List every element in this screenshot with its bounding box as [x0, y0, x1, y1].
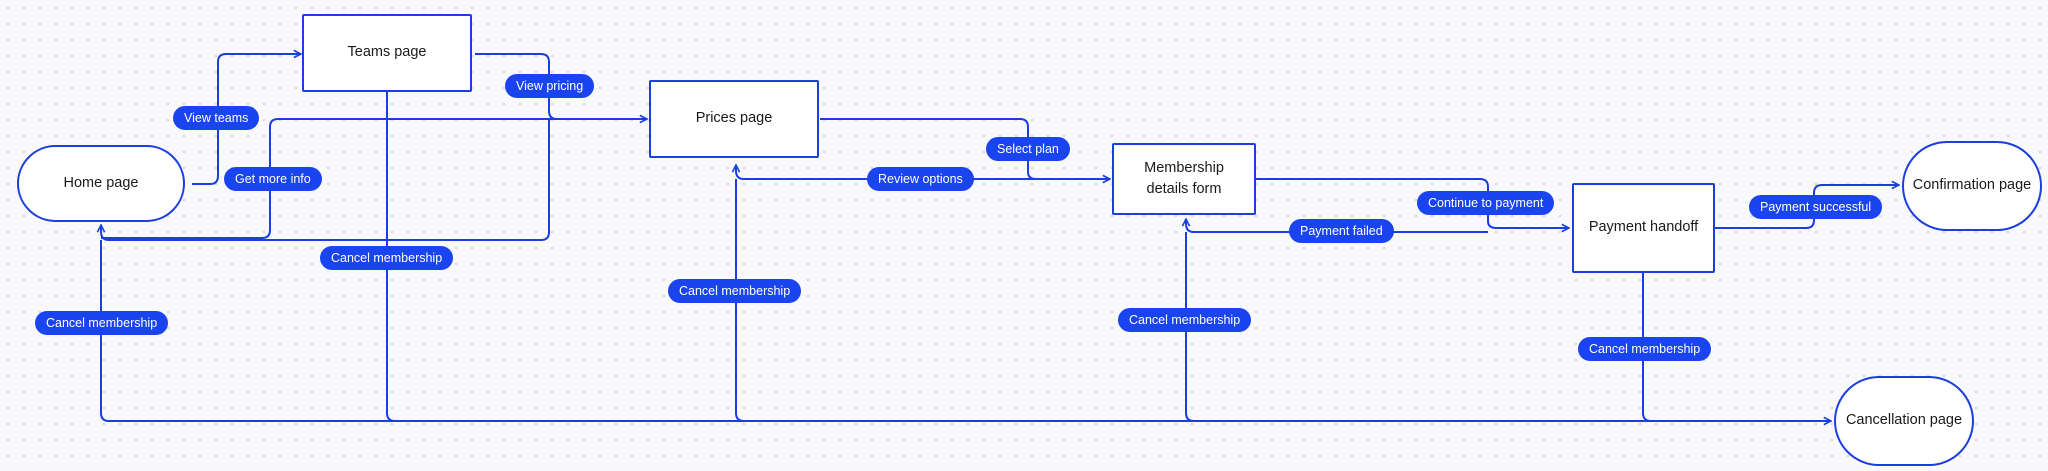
edge-cancel-teams-to-home: [101, 119, 550, 241]
node-label: Cancellation page: [1845, 412, 1963, 429]
edge-label-view-pricing[interactable]: View pricing: [505, 74, 595, 98]
edge-label-continue-to-payment[interactable]: Continue to payment: [1417, 191, 1555, 215]
edge-label-cancel-membership-form[interactable]: Cancel membership: [1118, 308, 1252, 332]
edge-view-pricing: [475, 53, 558, 120]
edge-payment-failed: [1186, 219, 1488, 233]
node-home-page[interactable]: Home page: [17, 145, 185, 222]
edge-label-payment-successful[interactable]: Payment successful: [1749, 195, 1883, 219]
edge-label-cancel-membership-prices[interactable]: Cancel membership: [668, 279, 802, 303]
edge-cancel-from-teams: [386, 92, 396, 422]
node-prices-page[interactable]: Prices page: [649, 80, 819, 158]
edge-cancel-trunk: [100, 240, 1831, 421]
edge-label-get-more-info[interactable]: Get more info: [224, 167, 322, 191]
edge-label-payment-failed[interactable]: Payment failed: [1289, 219, 1394, 243]
edge-label-cancel-membership-home[interactable]: Cancel membership: [35, 311, 169, 335]
node-membership-details-form[interactable]: Membership details form: [1112, 143, 1256, 215]
node-label: Payment handoff: [1588, 219, 1699, 236]
node-teams-page[interactable]: Teams page: [302, 14, 472, 92]
node-label: Prices page: [695, 110, 773, 127]
edge-label-select-plan[interactable]: Select plan: [986, 137, 1070, 161]
node-label: Home page: [63, 174, 139, 191]
node-label: Membership details form: [1144, 159, 1224, 197]
edge-label-view-teams[interactable]: View teams: [173, 106, 260, 130]
edge-cancel-from-payment: [1642, 273, 1652, 422]
edge-cancel-from-prices: [735, 179, 745, 422]
node-label: Confirmation page: [1912, 177, 2032, 194]
edge-cancel-from-membership-form: [1185, 232, 1195, 422]
edge-label-review-options[interactable]: Review options: [867, 167, 974, 191]
node-cancellation-page[interactable]: Cancellation page: [1834, 376, 1974, 466]
edge-label-cancel-membership-payment[interactable]: Cancel membership: [1578, 337, 1712, 361]
node-label: Teams page: [347, 44, 427, 61]
node-confirmation-page[interactable]: Confirmation page: [1902, 141, 2042, 231]
edge-label-cancel-membership-teams[interactable]: Cancel membership: [320, 246, 454, 270]
node-payment-handoff[interactable]: Payment handoff: [1572, 183, 1715, 273]
edge-review-options: [736, 165, 1110, 180]
